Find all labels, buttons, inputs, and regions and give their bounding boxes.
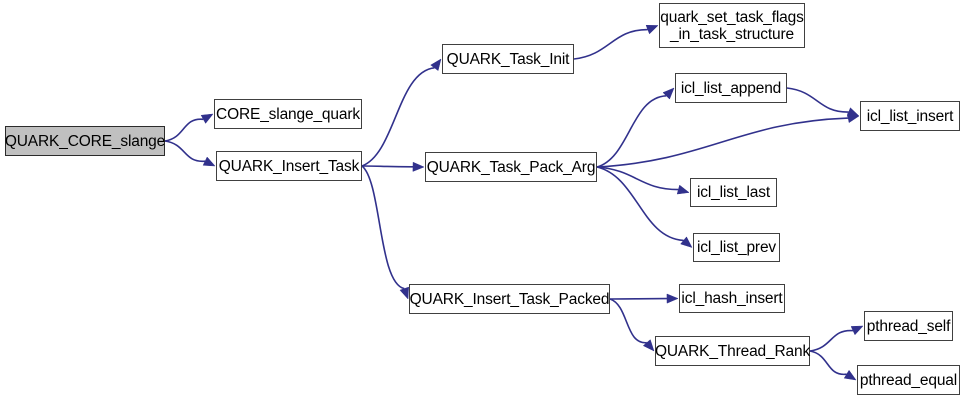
edge-arrowhead-quark_insert_task-to-quark_task_init bbox=[430, 58, 442, 71]
edge-arrowhead-quark_task_init-to-quark_set_task_flags bbox=[645, 24, 659, 35]
edge-quark_task_pack_arg-to-icl_list_append bbox=[596, 95, 667, 168]
edge-arrowhead-quark_insert_task_packed-to-quark_thread_rank bbox=[642, 339, 655, 352]
edge-arrowhead-quark_task_pack_arg-to-icl_list_prev bbox=[680, 236, 693, 248]
edge-arrowhead-quark_insert_task-to-quark_insert_task_packed bbox=[399, 286, 409, 300]
edge-quark_task_pack_arg-to-icl_list_last bbox=[596, 166, 679, 191]
edge-quark_insert_task-to-quark_task_init bbox=[361, 67, 435, 167]
graph-node-core_slange_quark[interactable]: CORE_slange_quark bbox=[214, 99, 362, 129]
edge-quark_task_pack_arg-to-icl_list_prev bbox=[596, 166, 684, 242]
edge-quark_thread_rank-to-pthread_equal bbox=[809, 350, 847, 376]
graph-node-icl_list_append[interactable]: icl_list_append bbox=[675, 73, 787, 103]
edge-quark_task_pack_arg-to-icl_list_insert bbox=[596, 117, 849, 168]
edge-quark_insert_task_packed-to-quark_thread_rank bbox=[609, 298, 647, 344]
edge-quark_thread_rank-to-pthread_self bbox=[809, 329, 854, 352]
graph-node-icl_list_last[interactable]: icl_list_last bbox=[690, 178, 777, 207]
edge-quark_task_init-to-quark_set_task_flags bbox=[573, 28, 648, 60]
edge-quark_insert_task-to-quark_insert_task_packed bbox=[361, 165, 405, 290]
graph-node-pthread_equal[interactable]: pthread_equal bbox=[857, 365, 960, 395]
graph-node-quark_task_init[interactable]: QUARK_Task_Init bbox=[442, 44, 574, 74]
graph-node-quark_task_pack_arg[interactable]: QUARK_Task_Pack_Arg bbox=[425, 152, 597, 182]
graph-node-quark_core_slange[interactable]: QUARK_CORE_slange bbox=[5, 126, 165, 156]
edge-arrowhead-quark_core_slange-to-core_slange_quark bbox=[200, 113, 214, 124]
graph-node-quark_insert_task[interactable]: QUARK_Insert_Task bbox=[216, 151, 362, 181]
edge-arrowhead-quark_thread_rank-to-pthread_self bbox=[850, 325, 864, 336]
edge-icl_list_append-to-icl_list_insert bbox=[786, 87, 849, 113]
edge-quark_core_slange-to-core_slange_quark bbox=[164, 118, 204, 142]
edge-arrowhead-quark_core_slange-to-quark_insert_task bbox=[202, 156, 216, 167]
edge-arrowhead-quark_task_pack_arg-to-icl_list_append bbox=[662, 87, 675, 100]
graph-node-pthread_self[interactable]: pthread_self bbox=[864, 311, 953, 341]
edge-quark_insert_task-to-quark_task_pack_arg bbox=[361, 165, 414, 168]
edge-arrowhead-quark_thread_rank-to-pthread_equal bbox=[843, 369, 857, 381]
edge-quark_core_slange-to-quark_insert_task bbox=[164, 140, 206, 162]
edge-arrowhead-quark_insert_task-to-quark_task_pack_arg bbox=[412, 161, 425, 172]
graph-node-quark_insert_task_packed[interactable]: QUARK_Insert_Task_Packed bbox=[409, 284, 610, 314]
edge-arrowhead-quark_insert_task_packed-to-icl_hash_insert bbox=[666, 293, 679, 304]
graph-node-quark_thread_rank[interactable]: QUARK_Thread_Rank bbox=[655, 336, 810, 366]
edge-arrowhead-icl_list_append-to-icl_list_insert bbox=[846, 107, 860, 117]
graph-node-icl_hash_insert[interactable]: icl_hash_insert bbox=[679, 284, 785, 313]
edge-arrowhead-quark_task_pack_arg-to-icl_list_last bbox=[676, 184, 690, 195]
graph-node-icl_list_prev[interactable]: icl_list_prev bbox=[693, 233, 780, 262]
graph-node-icl_list_insert[interactable]: icl_list_insert bbox=[860, 101, 960, 131]
graph-node-quark_set_task_flags[interactable]: quark_set_task_flags _in_task_structure bbox=[659, 3, 805, 48]
